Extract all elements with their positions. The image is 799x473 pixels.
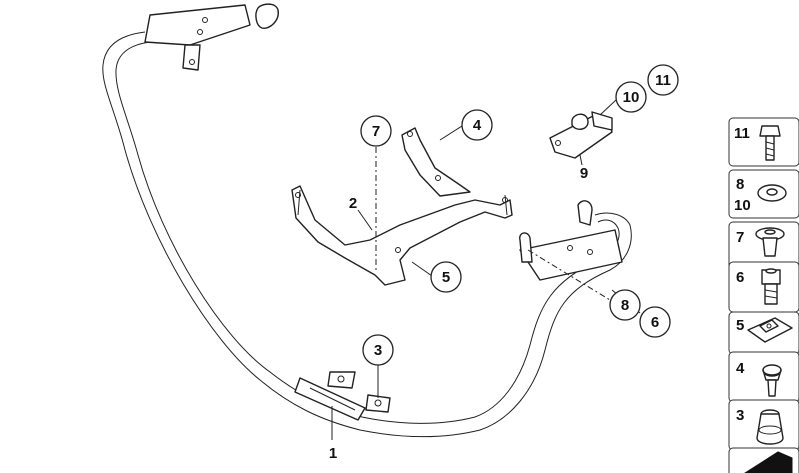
rubber-bumper-icon — [762, 364, 782, 397]
callout-10-label: 10 — [623, 89, 640, 106]
hex-socket-screw-icon — [761, 268, 781, 305]
wedge-icon — [744, 451, 793, 473]
callout-7-label: 7 — [372, 123, 380, 140]
clip-nut-icon — [747, 317, 793, 343]
callout-6-label: 6 — [651, 314, 659, 331]
callout-6: 6 — [639, 306, 671, 338]
label-2: 2 — [349, 195, 357, 212]
callout-5-label: 5 — [442, 269, 450, 286]
label-1: 1 — [329, 445, 337, 462]
legend-item-bolt: 11 — [728, 117, 799, 167]
callout-11-label: 11 — [655, 72, 671, 89]
legend-item-bumper: 4 — [728, 351, 799, 403]
legend-label: 6 — [736, 269, 744, 286]
callout-4-label: 4 — [473, 117, 482, 134]
legend-item-clipnut: 5 — [728, 311, 799, 355]
legend-label: 5 — [736, 317, 744, 334]
legend-label: 7 — [736, 229, 744, 246]
washer-icon — [757, 184, 787, 202]
rubber-buffer-icon — [756, 409, 784, 445]
legend-label: 4 — [736, 360, 745, 377]
callout-7: 7 — [360, 115, 392, 147]
legend-label: 10 — [734, 197, 751, 214]
callout-5: 5 — [430, 261, 462, 293]
callout-4: 4 — [461, 109, 493, 141]
tube-frame-part — [102, 3, 632, 438]
legend-item-rivet: 7 — [728, 221, 799, 271]
callout-3: 3 — [362, 334, 394, 366]
callout-11: 11 — [647, 64, 679, 96]
expanding-rivet-icon — [755, 227, 785, 257]
legend-item-washer: 8 10 — [728, 169, 799, 219]
callout-10: 10 — [615, 81, 647, 113]
legend-label: 11 — [734, 125, 750, 142]
callout-3-label: 3 — [374, 342, 382, 359]
bracket-part-2 — [291, 127, 513, 286]
legend-item-wedge — [728, 447, 799, 473]
bolt-icon — [759, 125, 781, 161]
callout-8-label: 8 — [621, 297, 629, 314]
bracket-part-9 — [549, 111, 613, 159]
callout-8: 8 — [609, 289, 641, 321]
legend-column: 11 8 10 7 — [728, 117, 799, 473]
legend-label: 8 — [736, 176, 744, 193]
legend-label: 3 — [736, 407, 744, 424]
label-9: 9 — [580, 165, 588, 182]
legend-item-screw: 6 — [728, 261, 799, 313]
legend-item-buffer: 3 — [728, 399, 799, 451]
